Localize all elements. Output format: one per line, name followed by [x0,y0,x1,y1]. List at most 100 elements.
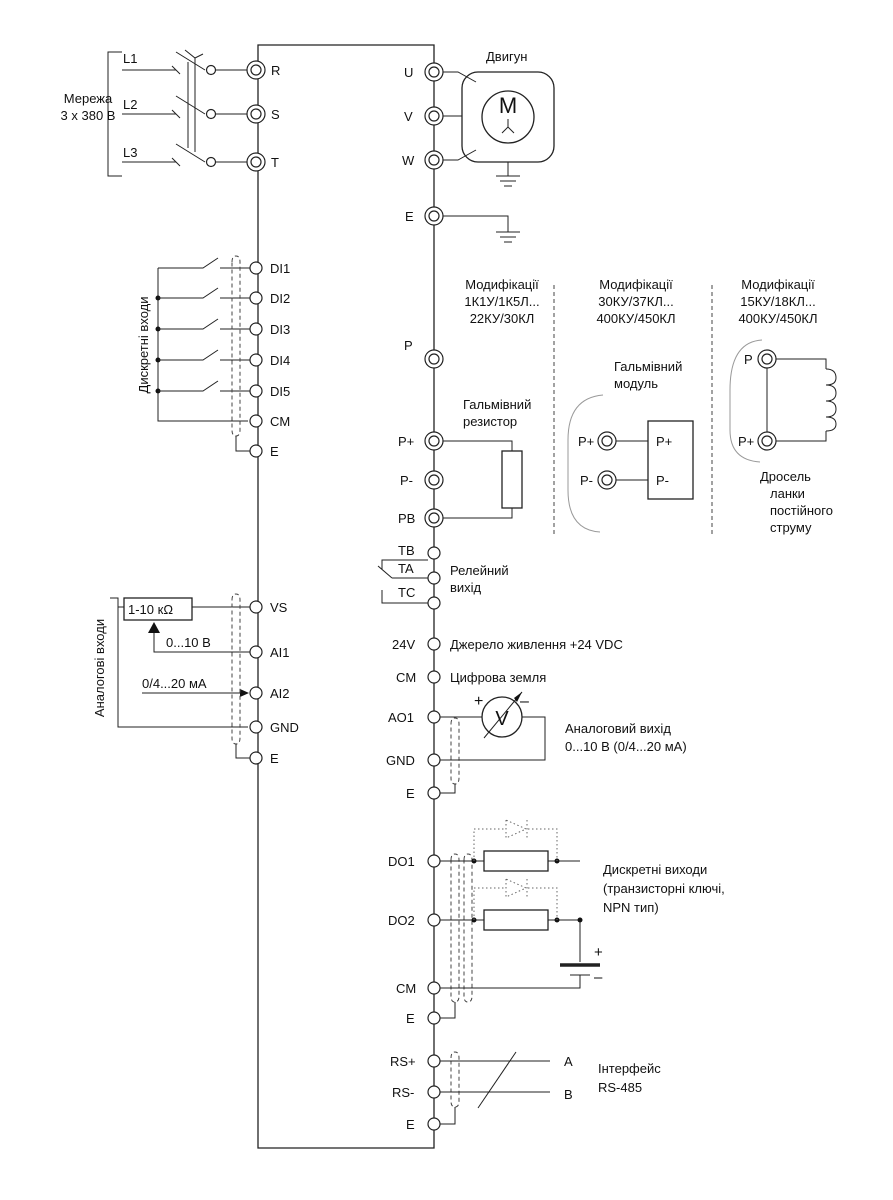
terminal-p: P [404,338,444,369]
rs485-line1: Інтерфейс [598,1061,661,1076]
terminal-di3-label: DI3 [270,322,290,337]
drive-body [257,44,435,1149]
digital-outputs-line1: Дискретні виходи [603,862,707,877]
line-l2-label: L2 [123,97,137,112]
choke-pin-p-plus: P+ [738,434,754,449]
analog-output-line1: Аналоговий вихід [565,721,671,736]
battery-minus: – [594,969,603,986]
ao-e-label: E [406,786,415,801]
terminal-di4-label: DI4 [270,353,290,368]
terminal-w-label: W [402,153,415,168]
relay-tb: TB [398,543,415,558]
terminal-gnd-inputs: GND [249,720,299,735]
do-cm-label: CM [396,981,416,996]
choke-line3: постійного [770,503,833,518]
digital-ground-terminal: CM [396,670,416,685]
meter-symbol: V [495,708,509,730]
mod3-line3: 400КУ/450КЛ [738,311,817,326]
motor: Двигун M [443,49,555,187]
mod2-line1: Модифікації [599,277,673,292]
network-label-line1: Мережа [64,91,113,106]
meter-plus: + [474,693,483,710]
rs-plus-label: RS+ [390,1054,416,1069]
mod1-line3: 22КУ/30КЛ [470,311,535,326]
analog-output-line2: 0...10 В (0/4...20 мА) [565,739,687,754]
digital-outputs-line2: (транзисторні ключі, [603,881,725,896]
relay-output: TB TA TC Релейний вихід [377,543,509,610]
supply-label: Джерело живлення +24 VDC [450,637,623,652]
terminal-e-motor: E [405,206,520,243]
terminal-di1: DI1 [249,261,290,276]
relay-tc: TC [398,585,415,600]
braking-resistor-line1: Гальмівний [463,397,531,412]
mod3-line2: 15КУ/18КЛ... [740,294,815,309]
braking-module-line2: модуль [614,376,658,391]
terminal-w: W [402,150,444,170]
terminal-s: S [246,104,280,124]
mains-network: Мережа 3 x 380 В L1 L2 L3 [61,49,248,177]
digital-ground: CM Цифрова земля [396,670,546,685]
terminal-gnd-inputs-label: GND [270,720,299,735]
terminal-e-analog-label: E [270,751,279,766]
module-pin-p-minus: P- [580,473,593,488]
digital-outputs-line3: NPN тип) [603,900,659,915]
terminal-e-inputs: E [249,444,279,459]
rs-e-label: E [406,1117,415,1132]
mod1-line2: 1К1У/1К5Л... [464,294,539,309]
terminal-pb-label: PB [398,511,415,526]
terminal-vs-label: VS [270,600,288,615]
mod1-line1: Модифікації [465,277,539,292]
terminal-cm-inputs-label: CM [270,414,290,429]
digital-inputs-label: Дискретні входи [136,297,151,394]
digital-outputs: DO1 DO2 CM E + – Дискретні виходи (транз… [388,819,725,1026]
terminal-v: V [404,106,444,126]
braking-resistor: Гальмівний резистор [443,397,531,519]
line-l1-label: L1 [123,51,137,66]
braking-module-line1: Гальмівний [614,359,682,374]
terminal-v-label: V [404,109,413,124]
terminal-di5: DI5 [249,384,290,399]
terminal-cm-inputs: CM [249,414,290,429]
supply-24v: 24V Джерело живлення +24 VDC [392,637,623,652]
network-label-line2: 3 x 380 В [61,108,116,123]
mod2-line3: 400КУ/450КЛ [596,311,675,326]
battery-plus: + [594,944,603,961]
module-pin-p-plus: P+ [578,434,594,449]
rs-line-b: B [564,1087,573,1102]
terminal-ai1-label: AI1 [270,645,290,660]
relay-ta: TA [398,561,414,576]
terminal-vs: VS [249,600,288,615]
terminal-e-inputs-label: E [270,444,279,459]
relay-line1: Релейний [450,563,509,578]
current-range-label: 0/4...20 мА [142,676,207,691]
analog-output: AO1 GND E V + – Аналоговий вихід 0...10 … [386,691,687,801]
braking-module: Гальмівний модуль P+ P- P+ P- [567,359,694,533]
terminal-ai2: AI2 [249,686,290,701]
dc-choke: P P+ Дросель ланки постійного струму [729,339,837,535]
terminal-u: U [404,62,444,82]
terminal-p-plus-label: P+ [398,434,414,449]
choke-line2: ланки [770,486,805,501]
terminal-di2-label: DI2 [270,291,290,306]
digital-ground-label: Цифрова земля [450,670,546,685]
terminal-s-label: S [271,107,280,122]
rs485-interface: RS+ RS- E A B Інтерфейс RS-485 [390,1051,661,1132]
mod2-line2: 30КУ/37КЛ... [598,294,673,309]
analog-inputs-label: Аналогові входи [92,619,107,717]
terminal-r: R [246,60,280,80]
terminal-p-label: P [404,338,413,353]
motor-symbol: M [499,93,517,118]
terminal-di2: DI2 [249,291,290,306]
braking-modifications: Модифікації 1К1У/1К5Л... 22КУ/30КЛ Модиф… [464,277,818,535]
terminal-p-minus: P- [400,470,444,490]
braking-resistor-line2: резистор [463,414,517,429]
choke-line1: Дросель [760,469,811,484]
terminal-p-minus-label: P- [400,473,413,488]
mod3-line1: Модифікації [741,277,815,292]
voltage-range-label: 0...10 В [166,635,211,650]
terminal-pb: PB [398,508,444,528]
terminal-di4: DI4 [249,353,290,368]
terminal-r-label: R [271,63,280,78]
motor-title: Двигун [486,49,527,64]
choke-pin-p: P [744,352,753,367]
